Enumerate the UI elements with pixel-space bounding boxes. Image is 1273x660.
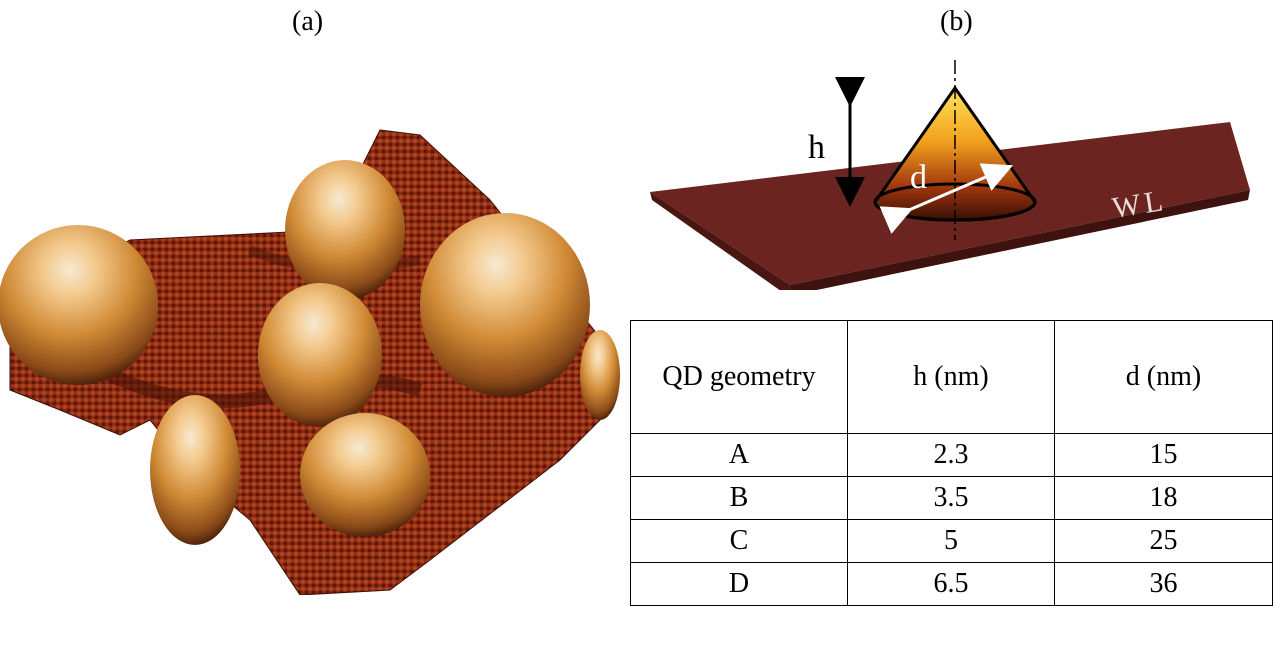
cell-diameter: 25	[1054, 519, 1273, 563]
cell-geometry: A	[630, 433, 848, 477]
table-row: B 3.5 18	[630, 476, 1273, 520]
cell-diameter: 36	[1054, 562, 1273, 606]
table-header-row: QD geometry h (nm) d (nm)	[630, 320, 1273, 434]
qd-geometry-table: QD geometry h (nm) d (nm) A 2.3 15 B 3.5…	[630, 320, 1273, 606]
cell-height: 2.3	[847, 433, 1055, 477]
cell-height: 6.5	[847, 562, 1055, 606]
afm-surface-image	[0, 129, 620, 595]
panel-label-a: (a)	[292, 6, 324, 37]
cell-diameter: 18	[1054, 476, 1273, 520]
table-row: A 2.3 15	[630, 433, 1273, 477]
table-row: C 5 25	[630, 519, 1273, 563]
table-row: D 6.5 36	[630, 562, 1273, 606]
wetting-layer-label: WL	[1110, 184, 1169, 225]
qd-schematic-diagram: h d WL	[650, 60, 1250, 290]
height-symbol: h	[808, 129, 825, 166]
panel-label-b: (b)	[940, 6, 973, 37]
cell-geometry: C	[630, 519, 848, 563]
diameter-arrow	[879, 163, 1014, 234]
diameter-symbol: d	[910, 159, 927, 196]
cell-height: 3.5	[847, 476, 1055, 520]
cell-height: 5	[847, 519, 1055, 563]
header-diameter: d (nm)	[1054, 320, 1273, 434]
cell-geometry: D	[630, 562, 848, 606]
header-qd-geometry: QD geometry	[630, 320, 848, 434]
cell-diameter: 15	[1054, 433, 1273, 477]
cell-geometry: B	[630, 476, 848, 520]
header-height: h (nm)	[847, 320, 1055, 434]
